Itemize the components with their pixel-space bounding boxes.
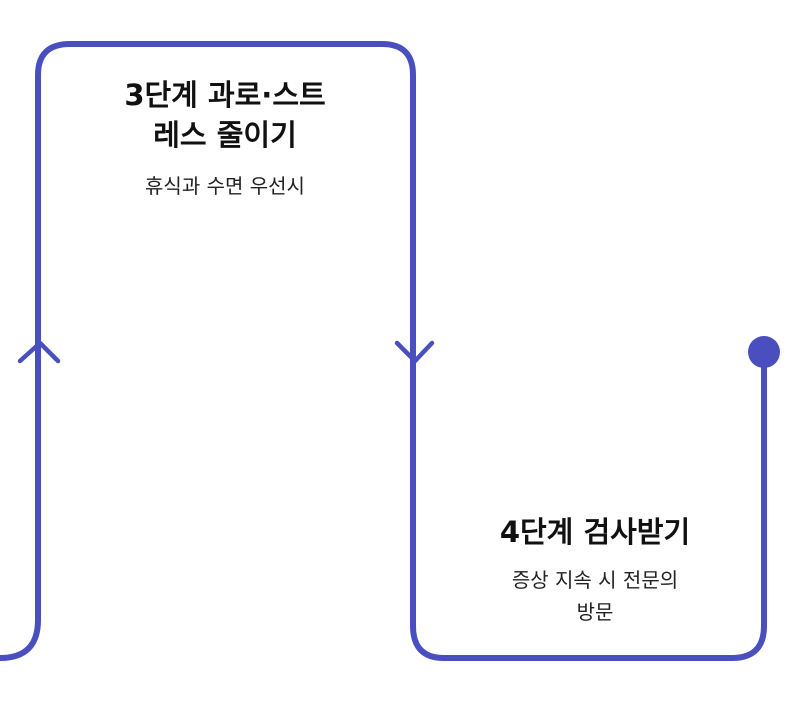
arrow-up-icon [17, 340, 61, 364]
flow-connector-line [0, 41, 767, 661]
step-4-title: 4단계 검사받기 [499, 515, 691, 549]
step-3-description: 휴식과 수면 우선시 [145, 174, 305, 198]
end-point-dot [748, 336, 780, 368]
arrow-down-icon [394, 340, 435, 364]
step-3-title: 3단계 과로·스트 레스 줄이기 [100, 75, 350, 155]
step-4-description-line-2: 방문 [576, 600, 614, 624]
step-4-description: 증상 지속 시 전문의 방문 [455, 564, 735, 628]
step-4-description-line-1: 증상 지속 시 전문의 [511, 568, 679, 592]
step-3-title-line-2: 레스 줄이기 [153, 118, 297, 152]
step-3-title-line-1: 3단계 과로·스트 [124, 78, 326, 112]
